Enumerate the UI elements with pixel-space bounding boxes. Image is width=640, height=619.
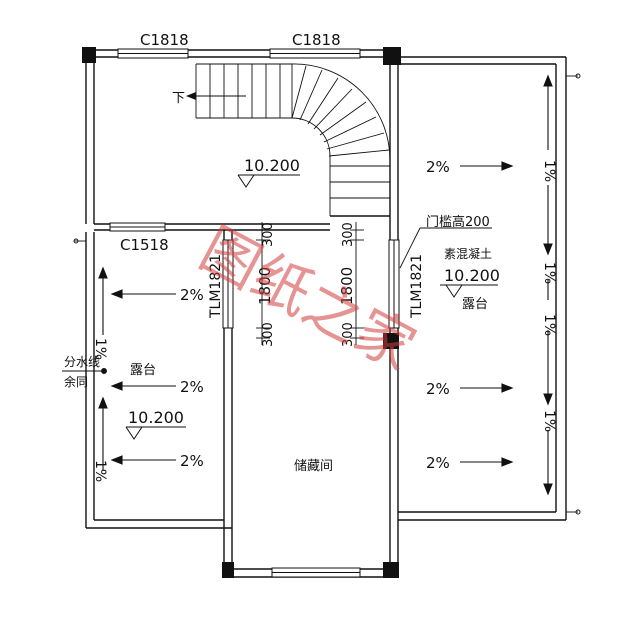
- dimension-lines: [256, 222, 364, 345]
- elevation-stair-hall: 10.200: [244, 156, 300, 175]
- window-label-top-right: C1818: [292, 31, 341, 49]
- dimension-300: 300: [261, 222, 276, 247]
- slope-label: 2%: [180, 286, 204, 304]
- slope-label: 1%: [92, 338, 108, 360]
- elevation-right-terrace: 10.200: [444, 266, 500, 285]
- dimension-300: 300: [341, 322, 356, 347]
- labels: C1818 C1818 C1518 下 10.200 10.200 10.200…: [64, 31, 557, 482]
- columns: [82, 47, 401, 578]
- door-openings: [222, 239, 400, 329]
- concrete-note: 素混凝土: [444, 246, 492, 261]
- staircase: [190, 63, 391, 216]
- slope-label: 1%: [541, 314, 557, 336]
- dimension-300: 300: [341, 222, 356, 247]
- divide-line-note: 分水线: [64, 355, 100, 369]
- slope-label: 2%: [426, 380, 450, 398]
- sill-note: 门槛高200: [426, 214, 490, 230]
- elevation-left-terrace: 10.200: [128, 408, 184, 427]
- railing-stubs: [73, 73, 581, 515]
- slope-label: 2%: [180, 452, 204, 470]
- window-label-left: C1518: [120, 236, 169, 254]
- room-label-terrace-left: 露台: [130, 363, 156, 378]
- elevation-markers: [125, 174, 498, 440]
- door-label-left: TLM1821: [208, 254, 224, 319]
- divide-line-note-same: 余同: [64, 374, 88, 389]
- stair-down-label: 下: [172, 91, 185, 106]
- slope-label: 2%: [426, 454, 450, 472]
- sill-leader: [399, 227, 492, 269]
- slope-label: 2%: [180, 378, 204, 396]
- slope-arrows: [98, 74, 553, 496]
- window-label-top-left: C1818: [140, 31, 189, 49]
- stair-arrow-head: [186, 92, 196, 100]
- window-openings: [109, 48, 361, 578]
- slope-label: 1%: [92, 460, 108, 482]
- dimension-1800: 1800: [338, 267, 356, 305]
- dimension-1800: 1800: [256, 267, 274, 305]
- slope-label: 2%: [426, 158, 450, 176]
- slope-label: 1%: [541, 410, 557, 432]
- slope-label: 1%: [541, 262, 557, 284]
- room-label-storage: 储藏间: [294, 459, 333, 474]
- room-label-terrace-right: 露台: [462, 297, 488, 312]
- dimension-300: 300: [261, 322, 276, 347]
- water-divide-leader: [62, 368, 107, 374]
- slope-label: 1%: [541, 160, 557, 182]
- door-label-right: TLM1821: [409, 254, 425, 319]
